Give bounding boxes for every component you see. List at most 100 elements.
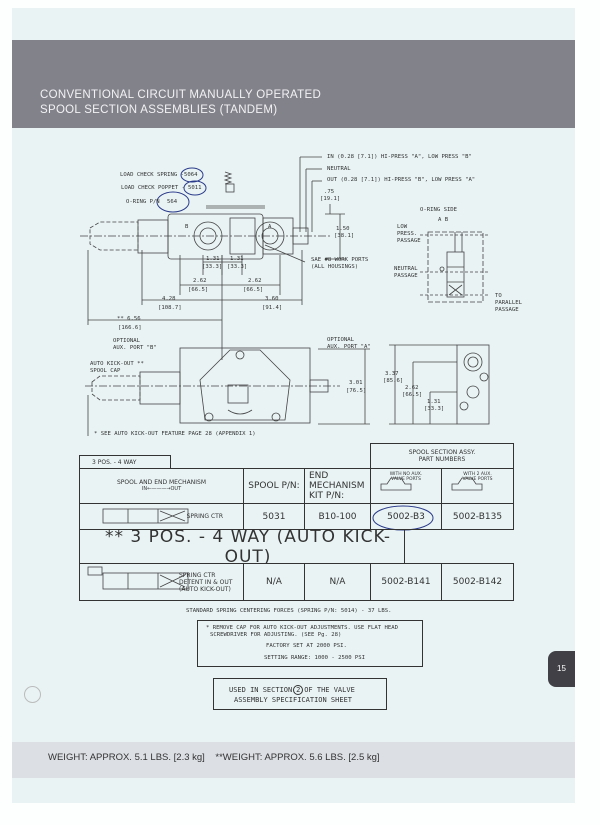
sae-ports-label-2: (ALL HOUSINGS) <box>311 264 359 270</box>
weight-note: WEIGHT: APPROX. 5.1 LBS. [2.3 kg] **WEIG… <box>48 752 380 763</box>
dim-262a-mm: [66.5] <box>188 287 209 293</box>
setting-range-text: SETTING RANGE: 1000 - 2500 PSI <box>264 655 366 661</box>
dim-131b-mm: [33.3] <box>227 264 248 270</box>
title-line-2: SPOOL SECTION ASSEMBLIES (TANDEM) <box>40 104 278 116</box>
assy-header-line-1: SPOOL SECTION ASSY. <box>408 449 476 456</box>
page-title: CONVENTIONAL CIRCUIT MANUALLY OPERATED S… <box>40 88 321 118</box>
see-kickout-note: * SEE AUTO KICK-OUT FEATURE PAGE 28 (APP… <box>94 431 256 437</box>
load-check-spring-label: LOAD CHECK SPRING - <box>120 172 184 178</box>
spool-symbols <box>87 477 483 590</box>
side-dim-337-mm: [85.6] <box>383 378 404 384</box>
dim-262a: 2.62 <box>193 278 207 284</box>
table-tab-label: 3 POS. - 4 WAY <box>79 455 171 469</box>
aux-port-b-label-2: AUX. PORT "B" <box>113 345 157 351</box>
dim-301: 3.01 <box>349 380 363 386</box>
dim-301-mm: [76.5] <box>346 388 367 394</box>
oring-pn: 564 <box>167 199 178 205</box>
spool-section-front-view <box>85 347 370 436</box>
aux-port-a-label-2: AUX. PORT "A" <box>327 344 371 350</box>
side-dim-131: 1.31 <box>427 399 441 405</box>
oring-label: O-RING P/N <box>126 199 160 205</box>
dim-428-mm: [108.7] <box>158 305 182 311</box>
mechanism-cell: SPRING CTR <box>186 513 223 520</box>
dim-075-mm: [19.1] <box>320 196 341 202</box>
assy-header: SPOOL SECTION ASSY. PART NUMBERS <box>370 443 514 469</box>
table-row: SPRING CTR DETENT IN & OUT (AUTO KICK-OU… <box>79 563 244 601</box>
used-in-text-2: OF THE VALVE <box>304 686 355 694</box>
low-press-label-2: PRESS. <box>397 231 418 237</box>
header-band <box>12 40 575 128</box>
spool-section-side-view <box>389 344 490 425</box>
to-parallel-label-2: PARALLEL <box>495 300 522 306</box>
ab-label: A B <box>438 217 449 223</box>
neutral-label: NEUTRAL <box>327 166 351 172</box>
kickout-cap-label: AUTO KICK-OUT ** <box>90 361 144 367</box>
neutral-passage-label-2: PASSAGE <box>394 273 418 279</box>
col-header-spool: SPOOL P/N: <box>243 468 305 504</box>
spool-pn-cell: N/A <box>243 563 305 601</box>
dim-150: 1.50 <box>336 226 350 232</box>
low-press-label-3: PASSAGE <box>397 238 421 244</box>
two-aux-pn-cell: 5002-B142 <box>441 563 514 601</box>
sae-ports-label: SAE #8 WORK PORTS <box>311 257 369 263</box>
neutral-passage-label: NEUTRAL <box>394 266 418 272</box>
pen-annotations <box>156 167 434 531</box>
side-dim-262: 2.62 <box>405 385 419 391</box>
page-number-tab: 15 <box>548 651 575 687</box>
no-aux-pn-cell: 5002-B141 <box>370 563 442 601</box>
aux-port-b-label: OPTIONAL <box>113 338 140 344</box>
end-kit-cell: N/A <box>304 563 371 601</box>
dim-428: 4.28 <box>162 296 176 302</box>
load-check-poppet-pn: 5011 <box>188 185 202 191</box>
used-in-line-2: ASSEMBLY SPECIFICATION SHEET <box>234 696 353 704</box>
low-press-label: LOW <box>397 224 408 230</box>
oring-side-label: O-RING SIDE <box>420 207 458 213</box>
assy-header-line-2: PART NUMBERS <box>418 456 466 463</box>
port-b-label: B <box>185 224 189 230</box>
in-port-label: IN (0.28 [7.1]) HI-PRESS "A", LOW PRESS … <box>327 154 472 160</box>
side-dim-337: 3.37 <box>385 371 399 377</box>
dim-131a: 1.31 <box>206 256 220 262</box>
two-aux-pn-cell: 5002-B135 <box>441 503 514 530</box>
col-mechanism-sub: IN←———→OUT <box>141 486 182 492</box>
remove-cap-text-2: SCREWDRIVER FOR ADJUSTING. (SEE Pg. 28) <box>210 632 342 638</box>
side-dim-131-mm: [33.3] <box>424 406 445 412</box>
col-mechanism-label: SPOOL AND END MECHANISM <box>116 479 207 486</box>
mechanism-cell: SPRING CTR DETENT IN & OUT (AUTO KICK-OU… <box>179 571 233 593</box>
title-line-1: CONVENTIONAL CIRCUIT MANUALLY OPERATED <box>40 89 322 101</box>
factory-set-text: FACTORY SET AT 2000 PSI. <box>266 643 347 649</box>
dim-131b: 1.31 <box>230 256 244 262</box>
to-parallel-label-3: PASSAGE <box>495 307 519 313</box>
kickout-cap-label-2: SPOOL CAP <box>90 368 121 374</box>
section-number: 2 <box>293 685 304 695</box>
dim-262b: 2.62 <box>248 278 262 284</box>
dim-360-mm: [91.4] <box>262 305 283 311</box>
port-a-label: A <box>268 224 272 230</box>
to-parallel-label: TO <box>495 293 502 299</box>
document-page <box>12 8 575 803</box>
col-header-two-aux: WITH 2 AUX. VALVE PORTS <box>441 468 514 504</box>
spool-section-top-view <box>80 156 345 360</box>
dim-360: 3.60 <box>265 296 279 302</box>
binder-hole <box>24 686 41 703</box>
load-check-spring-pn: 5064 <box>184 172 198 178</box>
out-port-label: OUT (0.28 [7.1]) HI-PRESS "B", LOW PRESS… <box>327 177 476 183</box>
dim-656-mm: [166.6] <box>118 325 142 331</box>
col-header-no-aux: WITH NO AUX. VALVE PORTS <box>370 468 442 504</box>
load-check-poppet-label: LOAD CHECK POPPET - <box>121 185 185 191</box>
col-header-mechanism: SPOOL AND END MECHANISM IN←———→OUT <box>79 468 244 504</box>
aux-port-a-label: OPTIONAL <box>327 337 354 343</box>
kickout-banner: ** 3 POS. - 4 WAY (AUTO KICK-OUT) <box>79 527 405 567</box>
kickout-adjust-note: * REMOVE CAP FOR AUTO KICK-OUT ADJUSTMEN… <box>197 620 423 667</box>
footer-band <box>12 742 575 778</box>
dim-262b-mm: [66.5] <box>243 287 264 293</box>
dim-075: .75 <box>324 189 335 195</box>
dim-131a-mm: [33.3] <box>202 264 223 270</box>
dim-150-mm: [38.1] <box>334 233 355 239</box>
used-in-text: USED IN SECTION <box>229 686 293 694</box>
dim-656: ** 6.56 <box>117 316 141 322</box>
spring-forces-note: STANDARD SPRING CENTERING FORCES (SPRING… <box>186 608 392 614</box>
